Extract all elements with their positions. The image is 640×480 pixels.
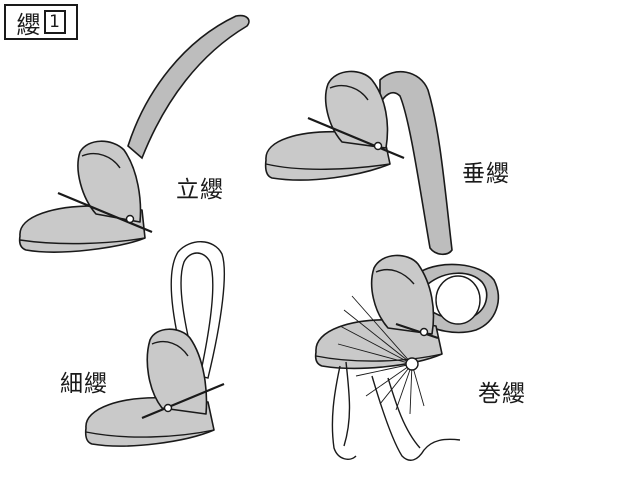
label-tarei: 垂纓	[462, 161, 510, 187]
hosoei-pin	[141, 382, 225, 420]
label-hosoei: 細纓	[60, 371, 108, 397]
tatei-tail	[127, 14, 250, 160]
title-number: 1	[43, 10, 66, 34]
makiei-crown	[370, 254, 435, 335]
tarei-crown	[324, 70, 389, 149]
tarei-pin	[307, 116, 405, 160]
makiei-fan-rays	[337, 295, 425, 415]
makiei-pin	[395, 322, 439, 340]
tarei-tail	[379, 71, 453, 256]
makiei-cords	[331, 361, 461, 461]
hosoei-hat-drawing	[84, 241, 226, 447]
label-makiei: 巻纓	[478, 381, 526, 407]
tatei-crown	[77, 140, 142, 223]
label-tatei: 立纓	[176, 177, 224, 203]
tarei-hat-drawing	[264, 70, 453, 256]
hosoei-loop	[170, 241, 226, 379]
tatei-hat-drawing	[18, 14, 250, 253]
hosoei-crown	[146, 328, 208, 415]
makiei-hat-drawing	[314, 254, 500, 461]
tatei-pin	[57, 191, 153, 234]
title-text: 纓	[16, 10, 41, 39]
